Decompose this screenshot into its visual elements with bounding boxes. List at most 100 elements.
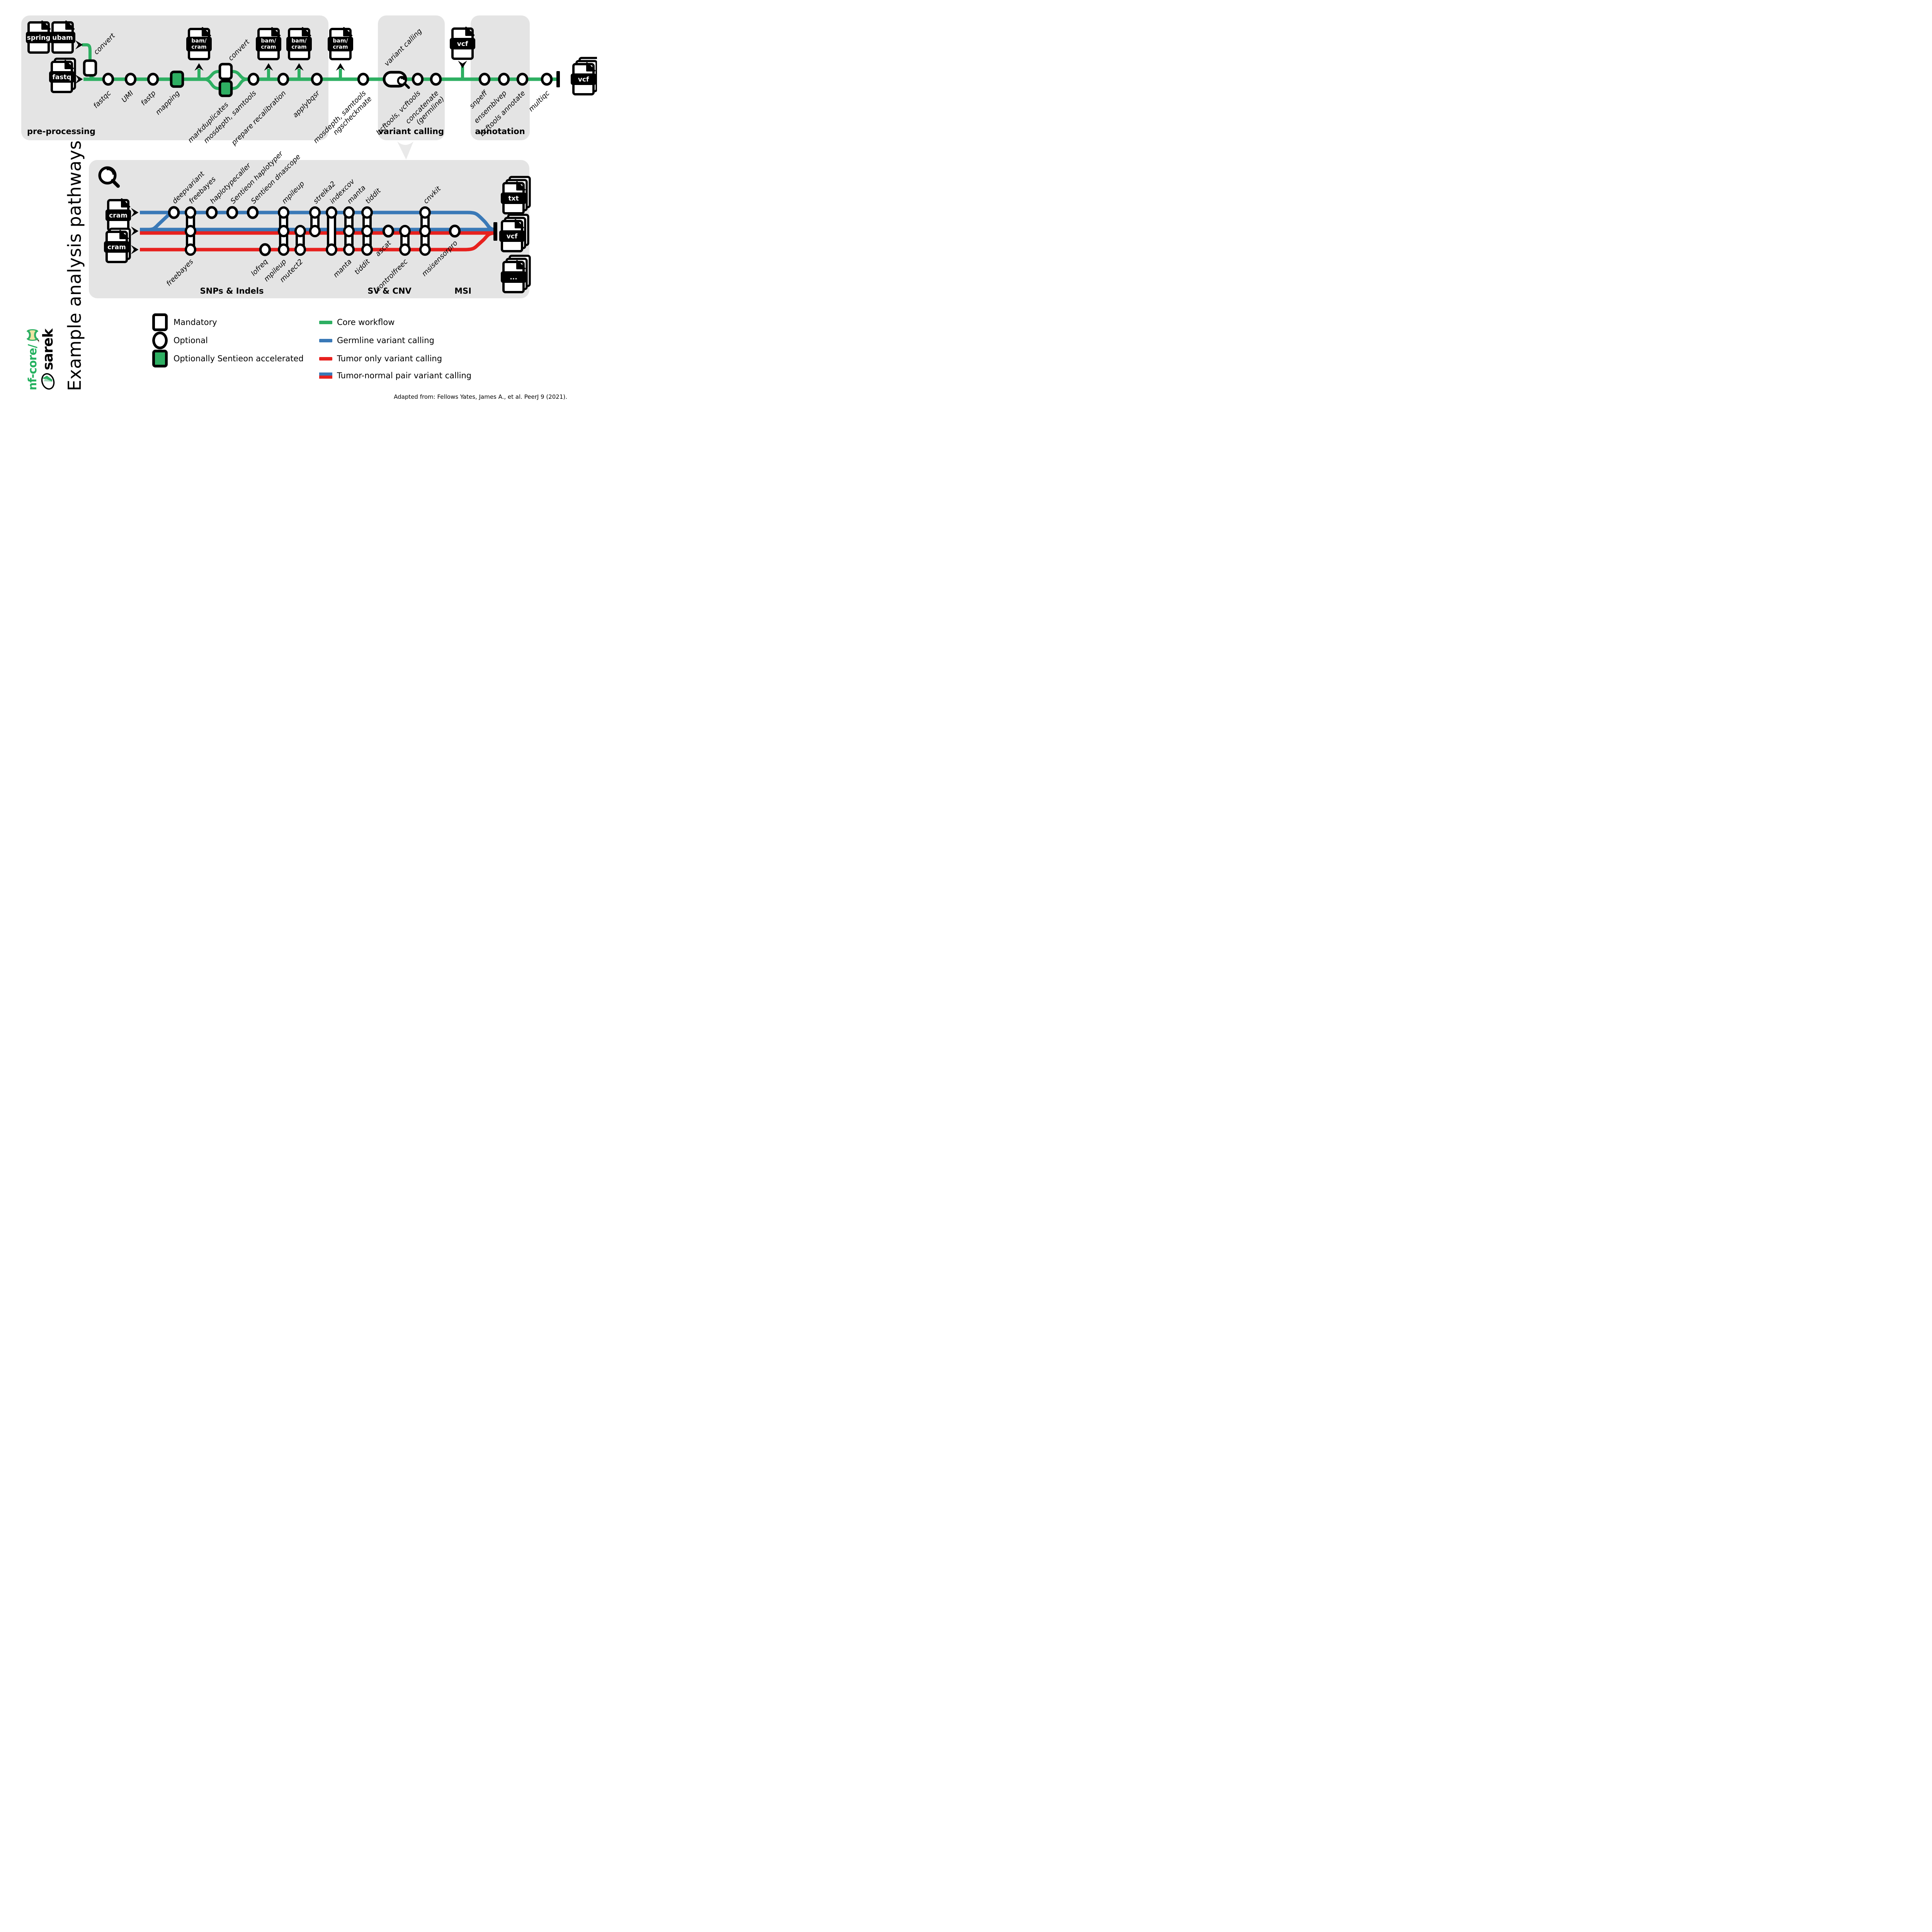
flow-arrow-icon xyxy=(294,63,304,71)
svg-text:vcf: vcf xyxy=(578,76,589,83)
svg-text:...: ... xyxy=(510,274,517,281)
legend-label: Optional xyxy=(173,336,208,345)
node-mutect2-stop xyxy=(294,225,306,237)
section-label-annotation: annotation xyxy=(475,127,525,136)
legend-tumor-only: Tumor only variant calling xyxy=(319,354,442,363)
svg-text:vcf: vcf xyxy=(457,40,468,48)
svg-text:bam/: bam/ xyxy=(191,38,207,44)
germline-line-swatch xyxy=(319,338,332,342)
line-tumor-only xyxy=(140,231,495,252)
node-convert1 xyxy=(83,59,97,77)
node-mpileup-stop xyxy=(278,206,289,219)
svg-text:txt: txt xyxy=(508,195,519,202)
section-label-pre-processing: pre-processing xyxy=(27,127,95,136)
svg-text:spring: spring xyxy=(27,34,51,42)
file-icon-vcf: vcf xyxy=(499,214,529,252)
sarek-logo-icon xyxy=(41,373,55,390)
legend-label: Core workflow xyxy=(337,318,395,327)
legend-label: Tumor only variant calling xyxy=(337,354,442,363)
node-sentieon-dnascope xyxy=(247,206,259,219)
citation: Adapted from: Fellows Yates, James A., e… xyxy=(394,393,567,400)
flow-arrow-icon xyxy=(131,208,139,217)
pair-line-swatch xyxy=(319,372,332,379)
nf-core-applecore-icon xyxy=(27,329,39,342)
node-mutect2-stop xyxy=(294,243,306,256)
node-freebayes-stop xyxy=(185,243,196,256)
workflow-diagram: pre-processing variant calling annotation c… xyxy=(21,15,597,298)
svg-text:bam/: bam/ xyxy=(333,38,348,44)
svg-text:cram: cram xyxy=(291,44,306,50)
file-icon-bam-cram: bam/cram xyxy=(286,27,312,60)
file-icon-ubam: ubam xyxy=(50,20,75,54)
flow-arrow-icon xyxy=(131,226,139,236)
file-icon-fastq: fastq xyxy=(49,58,76,93)
nf-core-sarek-logo: nf-core/ sarek xyxy=(25,328,56,390)
node-manta-stop xyxy=(343,243,355,256)
node-strelka2-stop xyxy=(309,206,321,219)
file-icon-vcf: vcf xyxy=(571,57,597,95)
legend-label: Tumor-normal pair variant calling xyxy=(337,371,472,380)
page: pre-processing variant calling annotation c… xyxy=(0,0,597,414)
legend-label: Mandatory xyxy=(173,318,217,327)
node-fastqc xyxy=(102,73,114,86)
node-prepare-recalibration xyxy=(277,73,289,86)
node-tiddit-stop xyxy=(361,243,373,256)
node-multiqc xyxy=(541,73,553,86)
core-line-swatch xyxy=(319,320,332,324)
line-core-workflow xyxy=(82,43,98,81)
node-cnvkit-stop xyxy=(419,243,431,256)
node-mpileup-stop xyxy=(278,243,289,256)
svg-text:fastq: fastq xyxy=(52,73,71,81)
line-end-tick xyxy=(556,71,560,87)
logo-org-text: nf-core/ xyxy=(26,344,39,390)
optional-shape-icon xyxy=(152,332,168,349)
legend-germline: Germline variant calling xyxy=(319,336,434,345)
zoom-connector-arrow xyxy=(397,141,413,160)
section-label-variant-calling: variant calling xyxy=(378,127,444,136)
file-icon-spring: spring xyxy=(26,20,51,54)
node-applybqsr xyxy=(311,73,323,86)
svg-text:ubam: ubam xyxy=(52,34,73,42)
node-markduplicates xyxy=(218,80,233,97)
file-icon-cram: cram xyxy=(104,228,131,263)
node-convert2 xyxy=(218,63,233,80)
page-title: Example analysis pathways xyxy=(64,140,85,391)
tumor-line-swatch xyxy=(319,357,332,361)
node-mosdepth-samtools xyxy=(247,73,260,86)
legend-label: Germline variant calling xyxy=(337,336,434,345)
node-ensemblvep xyxy=(498,73,510,86)
node-bcftools-vcftools xyxy=(412,73,424,86)
legend-tumor-normal-pair: Tumor-normal pair variant calling xyxy=(319,371,471,380)
magnifier-icon xyxy=(98,166,120,188)
legend-core-workflow: Core workflow xyxy=(319,318,395,327)
flow-arrow-icon xyxy=(75,75,83,84)
legend-sentieon: Optionally Sentieon accelerated xyxy=(152,350,304,367)
svg-text:cram: cram xyxy=(109,212,128,219)
file-icon-vcf: vcf xyxy=(450,27,475,60)
legend-mandatory: Mandatory xyxy=(152,313,217,331)
node-snpeff xyxy=(478,73,491,86)
node-freebayes-stop xyxy=(185,225,196,237)
node-strelka2-stop xyxy=(309,225,321,237)
node-tiddit-stop xyxy=(361,206,373,219)
node-freebayes-stop xyxy=(185,206,196,219)
svg-text:bam/: bam/ xyxy=(261,38,276,44)
svg-text:cram: cram xyxy=(333,44,348,50)
file-icon-: ... xyxy=(501,255,531,293)
label-multiqc: multiqc xyxy=(527,89,551,114)
node-bcftools-annotate xyxy=(516,73,529,86)
node-umi xyxy=(124,73,137,86)
node-sentieon-haplotyper xyxy=(226,206,238,219)
node-controlfreec-stop xyxy=(399,225,411,237)
svg-text:cram: cram xyxy=(191,44,206,50)
file-icon-txt: txt xyxy=(501,176,531,214)
node-cnvkit-stop xyxy=(419,206,431,219)
line-end-tick xyxy=(493,222,497,241)
node-manta-stop xyxy=(343,206,355,219)
flow-arrow-icon xyxy=(75,40,83,49)
node-manta-stop xyxy=(343,225,355,237)
node-deepvariant xyxy=(168,206,180,219)
file-icon-bam-cram: bam/cram xyxy=(186,27,212,60)
svg-text:cram: cram xyxy=(107,243,126,251)
legend-optional: Optional xyxy=(152,332,208,349)
